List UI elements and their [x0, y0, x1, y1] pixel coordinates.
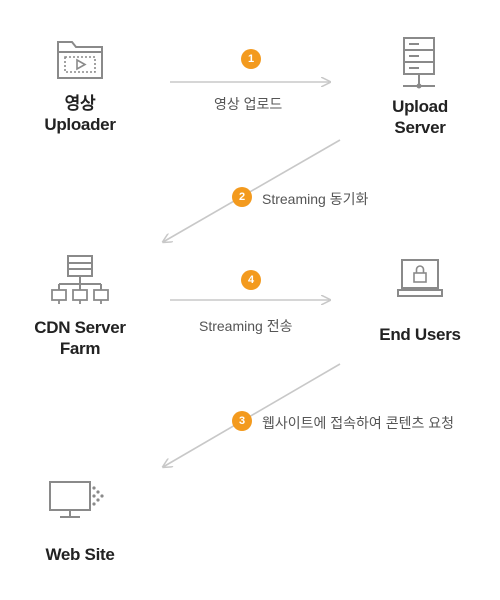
arrow-request — [163, 363, 341, 467]
step-4-label: Streaming 전송 — [199, 318, 293, 334]
uploader-label-line1: 영상 — [64, 94, 96, 113]
cdn-label: CDN Server Farm — [10, 317, 150, 359]
step-1-label: 영상 업로드 — [214, 96, 283, 112]
arrow-sync — [163, 139, 341, 242]
monitor-icon — [49, 481, 104, 518]
video-folder-icon — [57, 41, 103, 79]
cdn-label-line2: Farm — [59, 339, 101, 358]
web-site-label: Web Site — [20, 544, 140, 565]
uploader-label: 영상 Uploader — [20, 93, 140, 135]
step-3-badge: 3 — [232, 411, 252, 431]
step-1-badge: 1 — [241, 49, 261, 69]
upload-server-label-line2: Server — [394, 118, 446, 137]
end-users-label-line1: End Users — [379, 325, 461, 344]
step-2-badge: 2 — [232, 187, 252, 207]
step-2-label: Streaming 동기화 — [262, 191, 369, 207]
server-icon — [403, 37, 435, 89]
laptop-lock-icon — [397, 259, 443, 297]
web-site-label-line1: Web Site — [45, 545, 115, 564]
server-farm-icon — [51, 255, 109, 304]
end-users-label: End Users — [355, 324, 485, 345]
upload-server-label: Upload Server — [360, 96, 480, 138]
cdn-label-line1: CDN Server — [34, 318, 126, 337]
uploader-label-line2: Uploader — [44, 115, 116, 134]
step-4-badge: 4 — [241, 270, 261, 290]
step-3-label: 웹사이트에 접속하여 콘텐츠 요청 — [262, 415, 454, 431]
upload-server-label-line1: Upload — [392, 97, 448, 116]
